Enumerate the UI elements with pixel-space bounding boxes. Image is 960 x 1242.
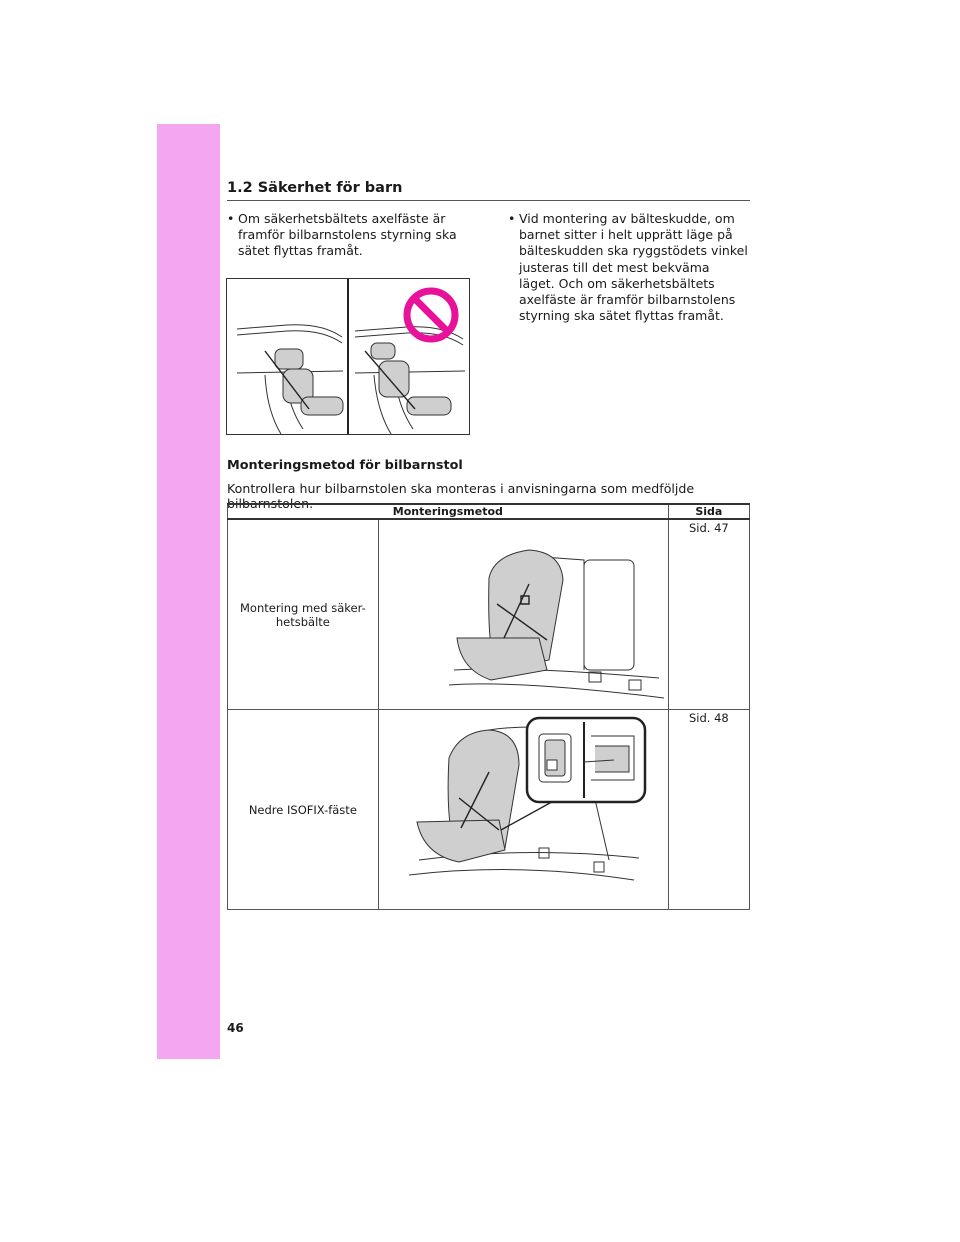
method-name: Nedre ISOFIX-fäste (227, 709, 379, 910)
table-header-row: Monteringsmetod Sida (227, 503, 751, 520)
page-reference: Sid. 48 (667, 709, 751, 910)
header-page: Sida (667, 503, 751, 520)
installation-methods-table: Monteringsmetod Sida Montering med säker… (227, 503, 751, 910)
table-row: Montering med säker- hetsbälte (227, 518, 751, 710)
method-name: Montering med säker- hetsbälte (227, 518, 379, 710)
prohibition-icon (403, 287, 459, 343)
seat-position-illustration (226, 278, 470, 435)
bullet-dot: • (227, 211, 235, 226)
bullet-right-text: Vid montering av bälteskudde, om barnet … (519, 211, 748, 324)
bullet-right: • Vid montering av bälteskudde, om barne… (508, 211, 748, 324)
page-reference: Sid. 47 (667, 518, 751, 710)
header-method: Monteringsmetod (227, 503, 669, 520)
chapter-side-tab (157, 124, 220, 1059)
subheading: Monteringsmetod för bilbarnstol (227, 458, 463, 473)
section-heading: 1.2 Säkerhet för barn (227, 180, 750, 201)
bullet-left-text: Om säkerhetsbältets axelfäste är framför… (238, 211, 457, 259)
seatbelt-install-illustration (377, 518, 669, 710)
bullet-left: • Om säkerhetsbältets axelfäste är framf… (227, 211, 462, 260)
bullet-dot: • (508, 211, 516, 226)
page-number: 46 (227, 1021, 244, 1035)
table-row: Nedre ISOFIX-fäste (227, 709, 751, 910)
isofix-install-illustration (377, 709, 669, 910)
